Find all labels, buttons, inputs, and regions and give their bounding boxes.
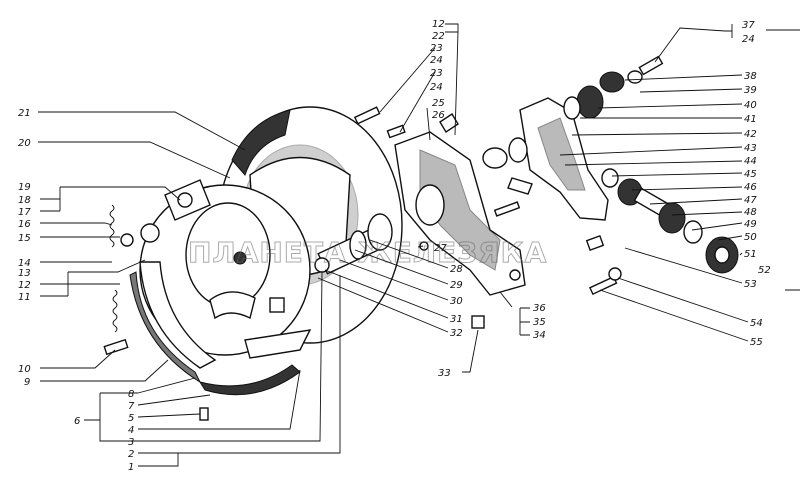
callout-53: 53 [744,279,757,290]
callout-40: 40 [744,100,757,111]
callout-26: 26 [432,110,445,121]
callout-labels: 21 20 19 18 17 16 15 14 13 12 11 10 9 8 … [18,19,771,473]
callout-55: 55 [750,337,763,348]
callout-45: 45 [744,169,757,180]
callout-4: 4 [128,425,134,436]
callout-2: 2 [128,449,134,460]
callout-24-a: 24 [430,55,443,66]
callout-50: 50 [744,232,757,243]
callout-15: 15 [18,233,31,244]
callout-10: 10 [18,364,31,375]
callout-36: 36 [533,303,546,314]
callout-12-top: 12 [432,19,445,30]
upper-gear-set [563,55,664,120]
callout-24-b: 24 [430,82,443,93]
callout-24-c: 24 [742,34,755,45]
callout-20: 20 [18,138,31,149]
callout-32: 32 [450,328,463,339]
brake-shoe [129,261,312,396]
callout-16: 16 [18,219,31,230]
callout-33: 33 [438,368,451,379]
parts-drawing [103,55,739,421]
callout-23-b: 23 [430,68,443,79]
callout-31: 31 [450,314,463,325]
callout-46: 46 [744,182,757,193]
loose-fasteners [353,106,622,329]
callout-37: 37 [742,20,755,31]
callout-1: 1 [128,462,134,473]
callout-54: 54 [750,318,763,329]
callout-9: 9 [24,377,30,388]
callout-27: 27 [434,243,447,254]
backing-plate [139,179,311,356]
callout-18: 18 [18,195,31,206]
callout-3: 3 [128,437,134,448]
callout-19: 19 [18,182,31,193]
callout-39: 39 [744,85,757,96]
callout-13: 13 [18,268,31,279]
callout-14: 14 [18,258,31,269]
watermark-text: ПЛАНЕТА ЖЕЛЕЗЯКА [188,236,547,269]
callout-35: 35 [533,317,546,328]
callout-34: 34 [533,330,546,341]
steering-knuckle [394,113,526,296]
callout-23-a: 23 [430,43,443,54]
callout-43: 43 [744,143,757,154]
callout-5: 5 [128,413,134,424]
callout-17: 17 [18,207,31,218]
callout-8: 8 [128,389,134,400]
callout-42: 42 [744,129,757,140]
callout-51: 51 [744,249,757,260]
callout-44: 44 [744,156,757,167]
callout-47: 47 [744,195,757,206]
lower-shaft-gear-set [601,168,739,274]
callout-25: 25 [432,98,445,109]
callout-38: 38 [744,71,757,82]
callout-48: 48 [744,207,757,218]
callout-49: 49 [744,219,757,230]
leader-lines [38,23,800,467]
pinion-housing [482,97,609,221]
callout-12: 12 [18,280,31,291]
callout-30: 30 [450,296,463,307]
callout-41: 41 [744,114,757,125]
callout-22: 22 [432,31,445,42]
callout-29: 29 [450,280,463,291]
callout-52: 52 [758,265,771,276]
springs-and-pins [103,204,209,421]
callout-11: 11 [18,292,31,303]
callout-6: 6 [74,416,80,427]
callout-28: 28 [450,264,463,275]
callout-21: 21 [18,108,31,119]
callout-7: 7 [128,401,135,412]
